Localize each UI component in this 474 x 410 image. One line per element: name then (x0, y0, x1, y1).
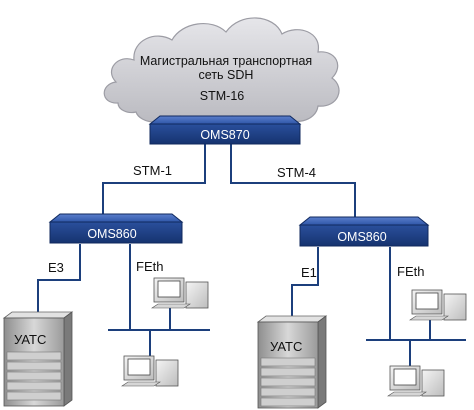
oms870-device[interactable]: OMS870 (148, 115, 302, 145)
oms860-right-device[interactable]: OMS860 (298, 216, 430, 247)
link-e1 (291, 247, 319, 322)
link-e3 (37, 244, 81, 318)
keyboard-icon (121, 381, 161, 387)
link-stm1 (102, 144, 206, 215)
cloud-title-line2: сеть SDH (199, 68, 254, 82)
cloud-title-line1: Магистральная транспортная (140, 54, 312, 68)
oms860-left-label: OMS860 (87, 227, 136, 241)
e3-label: E3 (48, 260, 64, 275)
feth-left-label: FEth (136, 259, 163, 274)
keyboard-icon (409, 315, 449, 321)
pc-tower-icon (185, 281, 209, 309)
pbx-left-label: УАТС (14, 332, 46, 347)
monitor-icon (415, 292, 439, 310)
keyboard-icon (151, 303, 191, 309)
pc-left-upper[interactable] (151, 277, 209, 309)
pc-tower-icon (155, 359, 179, 387)
monitor-icon (393, 368, 417, 386)
oms860-left-device[interactable]: OMS860 (48, 213, 184, 244)
link-stm4 (230, 144, 356, 218)
pbx-left-rack[interactable]: УАТС (2, 311, 74, 407)
oms870-label: OMS870 (200, 128, 249, 142)
monitor-icon (127, 358, 151, 376)
pc-tower-icon (443, 293, 467, 321)
e1-label: E1 (301, 265, 317, 280)
pbx-right-label: УАТС (270, 339, 302, 354)
pc-right-lower[interactable] (387, 365, 445, 397)
feth-right-label: FEth (397, 264, 424, 279)
cloud-stm16-label: STM-16 (200, 89, 245, 103)
monitor-icon (157, 280, 181, 298)
connections (37, 144, 466, 366)
keyboard-icon (387, 391, 427, 397)
pc-tower-icon (421, 369, 445, 397)
pc-left-lower[interactable] (121, 355, 179, 387)
stm4-label: STM-4 (277, 165, 316, 180)
pbx-right-rack[interactable]: УАТС (256, 315, 328, 409)
oms860-right-label: OMS860 (337, 230, 386, 244)
stm1-label: STM-1 (133, 163, 172, 178)
sdh-cloud: Магистральная транспортная сеть SDH STM-… (103, 17, 340, 127)
pc-right-upper[interactable] (409, 289, 467, 321)
